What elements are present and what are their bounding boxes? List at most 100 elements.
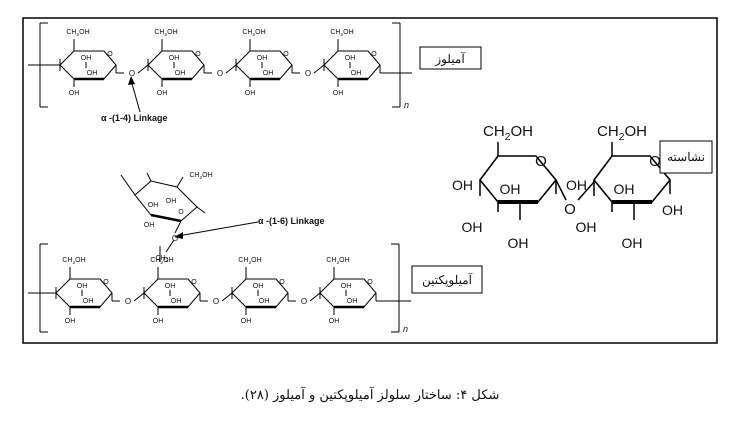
oh-label: OH bbox=[157, 90, 168, 97]
oh-label: OH bbox=[263, 70, 274, 77]
glycosidic-oxygen-label: O bbox=[129, 69, 135, 78]
ring-oxygen-label: O bbox=[371, 51, 377, 58]
amylopectin-structure: OCH2OHOHOHOHOOCH2OHOHOHOHOOCH2OHOHOHOHOO… bbox=[28, 239, 411, 333]
glycosidic-bond bbox=[137, 64, 149, 74]
alpha-1-4-arrow bbox=[130, 79, 141, 113]
oh-label: OH bbox=[87, 70, 98, 77]
starch-oh-label: OH bbox=[508, 235, 529, 251]
ring-oxygen-label: O bbox=[195, 51, 201, 58]
alpha-1-4-label: α -(1-4) Linkage bbox=[101, 113, 168, 123]
starch-oh-label: OH bbox=[566, 177, 587, 193]
starch-oh-label: OH bbox=[576, 219, 597, 235]
oh-label: OH bbox=[347, 298, 358, 305]
glycosidic-bond bbox=[309, 292, 321, 302]
oh-label: OH bbox=[171, 298, 182, 305]
amylopectin-label-box bbox=[411, 265, 483, 294]
oh-label: OH bbox=[257, 55, 268, 62]
branch-chain-bond bbox=[120, 174, 136, 196]
ring-oxygen-label: O bbox=[367, 279, 373, 286]
glycosidic-oxygen-label: O bbox=[125, 297, 131, 306]
starch-ring-oxygen: O bbox=[535, 153, 547, 170]
ch2oh-label: CH2OH bbox=[483, 123, 533, 143]
oh-label: OH bbox=[169, 55, 180, 62]
branch-ring-oxygen: O bbox=[178, 209, 184, 216]
ch2oh-label: CH2OH bbox=[330, 29, 353, 38]
oh-label: OH bbox=[83, 298, 94, 305]
oh-label: OH bbox=[329, 318, 340, 325]
glycosidic-bond bbox=[221, 292, 233, 302]
branch-oxygen-bond bbox=[165, 239, 175, 253]
oh-label: OH bbox=[333, 90, 344, 97]
ring-oxygen-label: O bbox=[283, 51, 289, 58]
oh-label: OH bbox=[69, 90, 80, 97]
branch-oh-label: OH bbox=[166, 198, 177, 205]
starch-glycosidic-bond bbox=[577, 181, 595, 201]
oh-label: OH bbox=[81, 55, 92, 62]
oh-label: OH bbox=[165, 283, 176, 290]
amylose-repeat-n: n bbox=[404, 100, 409, 110]
starch-label: نشاسته bbox=[667, 150, 705, 164]
ch2oh-label: CH2OH bbox=[154, 29, 177, 38]
starch-oh-label: OH bbox=[462, 219, 483, 235]
oh-label: OH bbox=[153, 318, 164, 325]
branch-glycosidic-bond bbox=[174, 220, 182, 234]
starch-glycosidic-oxygen: O bbox=[564, 201, 576, 218]
branch-glycosidic-oxygen: O bbox=[172, 234, 178, 243]
glycosidic-oxygen-label: O bbox=[305, 69, 311, 78]
branch-ch2oh-bond bbox=[176, 176, 184, 188]
amylopectin-repeat-n: n bbox=[403, 324, 408, 334]
ch2oh-label: CH2OH bbox=[150, 257, 173, 266]
starch-glycosidic-bond bbox=[555, 179, 567, 201]
glycosidic-bond bbox=[133, 292, 145, 302]
alpha-1-4-arrowhead bbox=[128, 76, 135, 85]
ch2oh-label: CH2OH bbox=[597, 123, 647, 143]
oh-label: OH bbox=[345, 55, 356, 62]
oh-label: OH bbox=[259, 298, 270, 305]
ch2oh-label: CH2OH bbox=[66, 29, 89, 38]
oh-label: OH bbox=[245, 90, 256, 97]
ring-oxygen-label: O bbox=[191, 279, 197, 286]
alpha-1-6-arrowhead bbox=[174, 232, 183, 239]
starch-oh-label: OH bbox=[500, 181, 521, 197]
alpha-1-6-arrow bbox=[177, 221, 259, 237]
amylopectin-label: آمیلوپکتین bbox=[422, 272, 473, 287]
branch-oh-label: OH bbox=[144, 222, 155, 229]
branch-ring-front-edge bbox=[150, 213, 182, 223]
ring-oxygen-label: O bbox=[103, 279, 109, 286]
glycosidic-oxygen-label: O bbox=[301, 297, 307, 306]
oh-label: OH bbox=[351, 70, 362, 77]
ch2oh-label: CH2OH bbox=[242, 29, 265, 38]
amylose-label-box bbox=[419, 46, 482, 70]
starch-oh-label: OH bbox=[452, 177, 473, 193]
starch-oh-label: OH bbox=[614, 181, 635, 197]
glycosidic-oxygen-label: O bbox=[217, 69, 223, 78]
oh-label: OH bbox=[253, 283, 264, 290]
glycosidic-bond bbox=[225, 64, 237, 74]
ch2oh-label: CH2OH bbox=[326, 257, 349, 266]
oh-label: OH bbox=[341, 283, 352, 290]
figure-caption: شکل ۴: ساختار سلولز آمیلوپکتین و آمیلوز … bbox=[240, 388, 500, 403]
ch2oh-label: CH2OH bbox=[238, 257, 261, 266]
glycosidic-bond bbox=[313, 64, 325, 74]
ring-oxygen-label: O bbox=[279, 279, 285, 286]
amylose-label: آمیلوز bbox=[434, 51, 465, 66]
branch-tick bbox=[196, 206, 206, 214]
starch-label-box bbox=[659, 140, 713, 174]
glycosidic-oxygen-label: O bbox=[213, 297, 219, 306]
starch-oh-label: OH bbox=[662, 202, 683, 218]
starch-oh-label: OH bbox=[622, 235, 643, 251]
starch-ring-oxygen: O bbox=[649, 153, 661, 170]
ring-oxygen-label: O bbox=[107, 51, 113, 58]
oh-label: OH bbox=[65, 318, 76, 325]
oh-label: OH bbox=[77, 283, 88, 290]
ch2oh-label: CH2OH bbox=[189, 172, 212, 181]
ch2oh-label: CH2OH bbox=[62, 257, 85, 266]
figure-frame bbox=[22, 17, 718, 344]
alpha-1-6-label: α -(1-6) Linkage bbox=[258, 216, 325, 226]
branch-tick bbox=[146, 172, 152, 182]
oh-label: OH bbox=[241, 318, 252, 325]
ch2-label: CH2 bbox=[156, 255, 169, 264]
